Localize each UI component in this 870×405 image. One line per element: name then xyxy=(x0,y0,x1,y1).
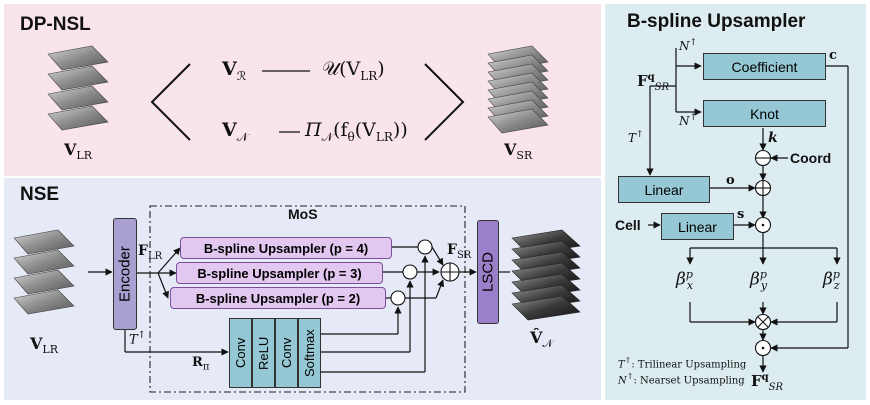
t-up-label-bsp: T↑ xyxy=(628,130,644,145)
cell-label: Cell xyxy=(615,217,641,233)
softmax-block: Softmax xyxy=(298,318,321,388)
f-sr-label: FSR xyxy=(447,242,472,261)
vsr-label-top: VSR xyxy=(504,140,533,163)
knot-block: Knot xyxy=(703,100,826,127)
mos-title: MoS xyxy=(288,206,318,222)
dpnsl-title: DP-NSL xyxy=(20,14,91,35)
lscd-block: LSCD xyxy=(477,220,499,324)
eq-top-lhs: Vℛ xyxy=(222,58,247,83)
right-angle-bracket xyxy=(424,63,465,141)
eq-bot-rhs: Π𝒩(fθ(VLR)) xyxy=(305,119,408,144)
output-volume-stack xyxy=(511,229,581,321)
coord-label: Coord xyxy=(790,150,832,166)
mos-boundary xyxy=(149,205,466,393)
eq-top-rhs: 𝒰(VLR) xyxy=(322,58,385,83)
t-up-label: T↑ xyxy=(129,330,147,348)
beta-z: βpz xyxy=(823,268,840,293)
encoder-block: Encoder xyxy=(113,218,137,330)
vlr-label-nse: VLR xyxy=(30,334,59,357)
k-label: k xyxy=(768,130,778,146)
coefficient-block: Coefficient xyxy=(703,53,826,80)
output-fsr-q: FqSR xyxy=(751,372,784,393)
linear-block-2: Linear xyxy=(661,213,734,240)
conv-block-2: Conv xyxy=(275,318,298,388)
lr-volume-stack-nse xyxy=(13,229,75,315)
beta-x: βpx xyxy=(676,268,694,293)
left-angle-bracket xyxy=(150,63,191,141)
c-label: c xyxy=(829,48,837,63)
s-label: s xyxy=(737,207,745,222)
eq-bot-lhs: V𝒩 xyxy=(222,119,249,144)
bspline-upsampler-p4: B-spline Upsampler (p = 4) xyxy=(180,237,392,259)
fsr-q-label: FqSR xyxy=(637,72,670,93)
relu-block: ReLU xyxy=(252,318,275,388)
linear-block-1: Linear xyxy=(618,176,710,203)
legend-nearest: N↑: Nearset Upsampling xyxy=(618,372,745,387)
legend-trilinear: T↑: Trilinear Upsampling xyxy=(618,356,747,371)
bspline-upsampler-p3: B-spline Upsampler (p = 3) xyxy=(176,262,383,284)
bspline-upsampler-p2: B-spline Upsampler (p = 2) xyxy=(170,287,386,309)
vlr-label-top: VLR xyxy=(64,140,93,163)
r-pi-label: Rπ xyxy=(192,355,210,373)
sr-volume-stack-top xyxy=(487,45,549,134)
f-lr-label: FLR xyxy=(138,243,163,262)
o-label: o xyxy=(726,173,735,188)
bspline-title: B-spline Upsampler xyxy=(627,11,806,32)
n-up-label-1: N↑ xyxy=(679,38,698,53)
beta-y: βpy xyxy=(750,268,768,293)
n-up-label-2: N↑ xyxy=(679,113,698,128)
lr-volume-stack-top xyxy=(47,45,109,131)
vhat-label: V̂𝒩 xyxy=(530,328,553,351)
nse-title: NSE xyxy=(20,184,60,205)
conv-block-1: Conv xyxy=(229,318,252,388)
